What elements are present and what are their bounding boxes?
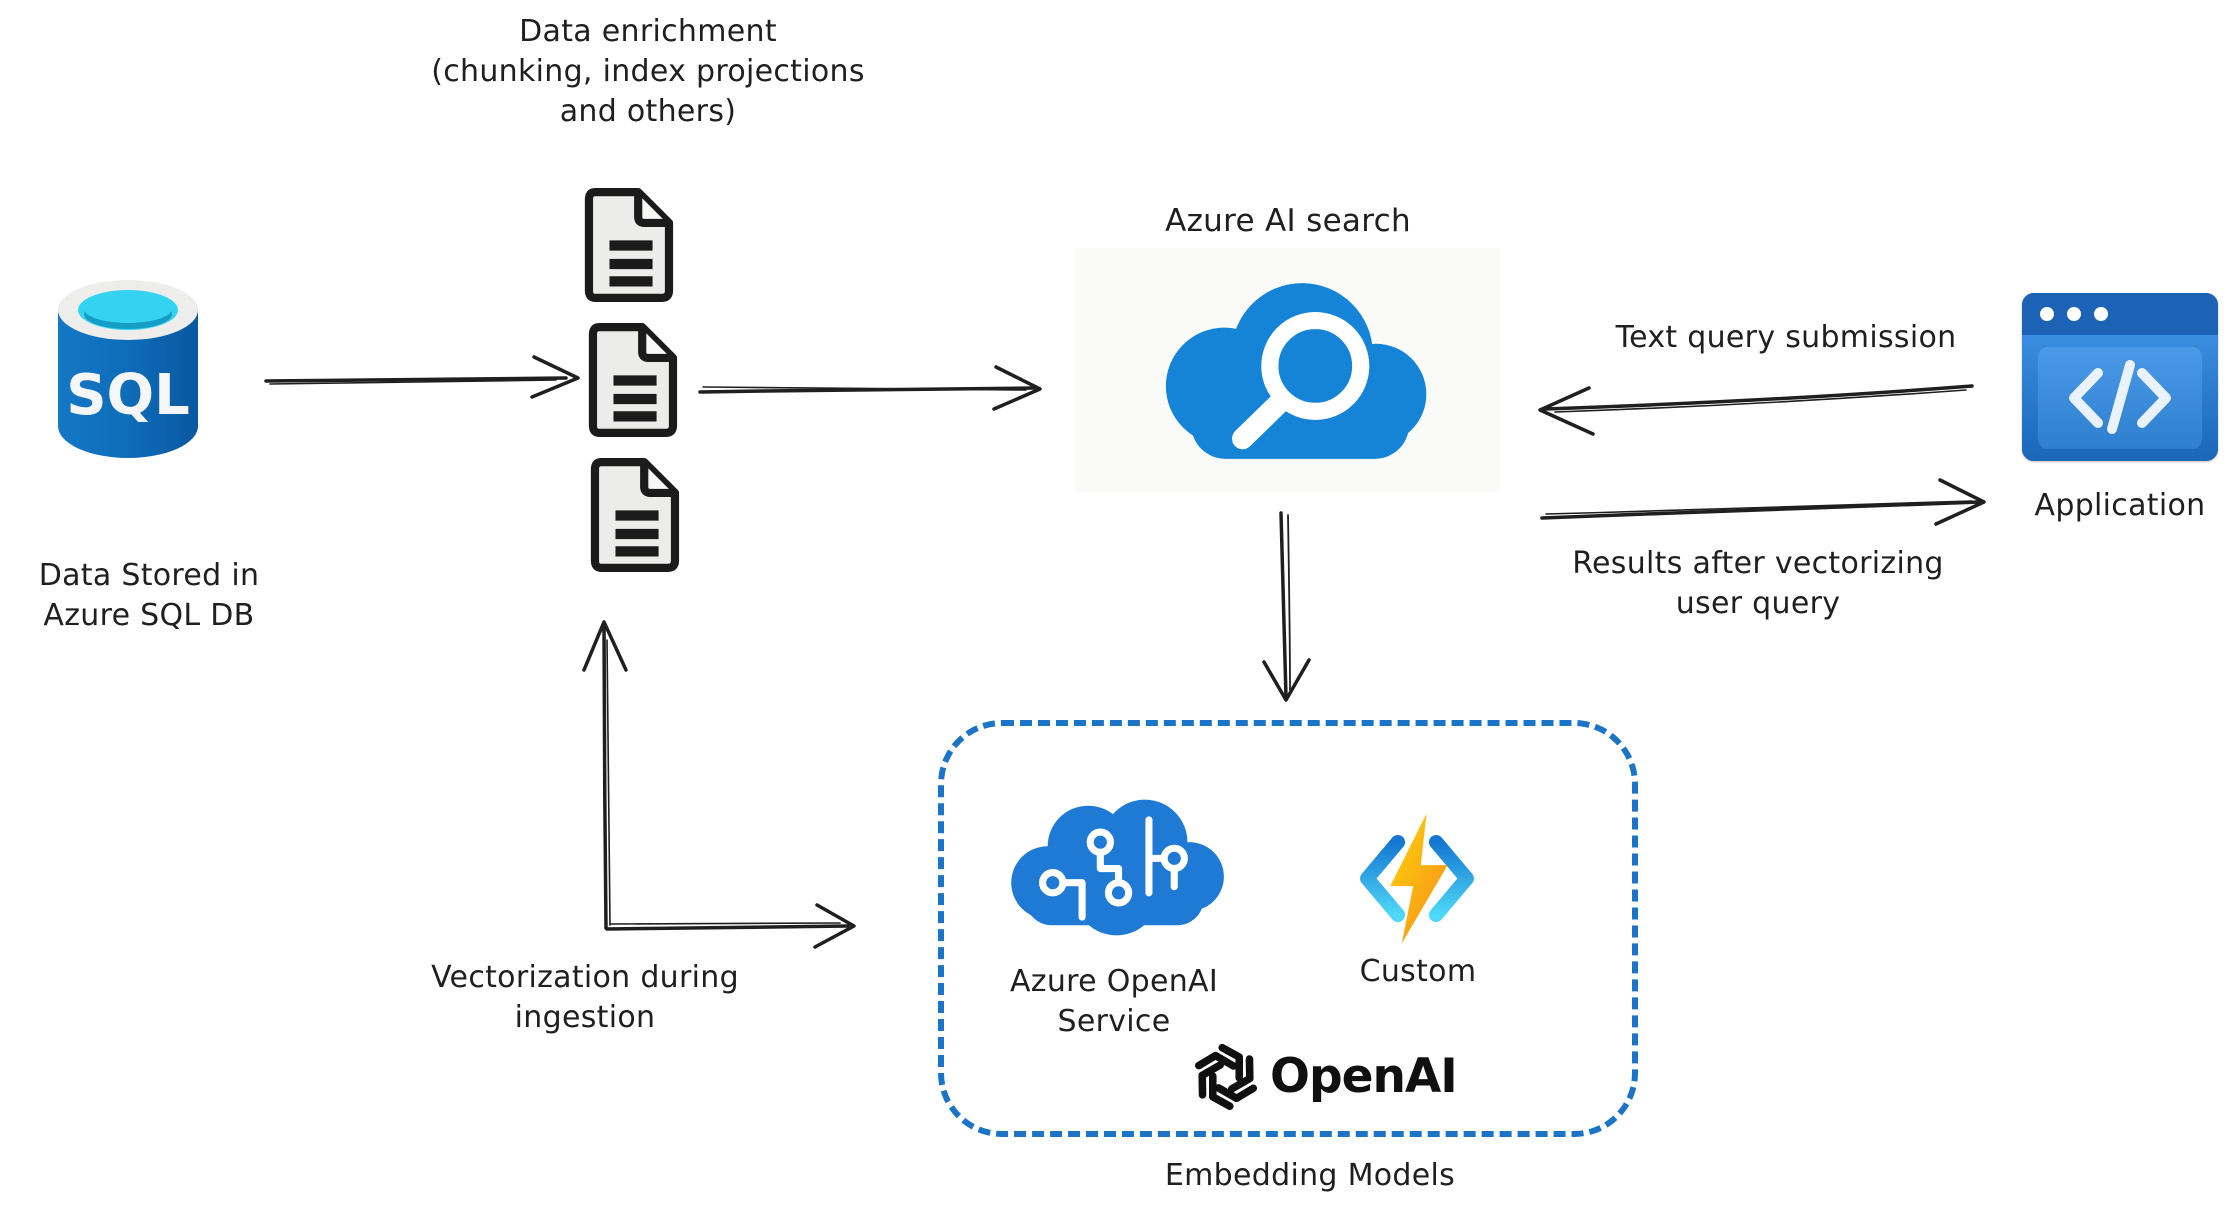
text-query-label: Text query submission (1568, 318, 2004, 358)
document-icon (584, 188, 674, 302)
application-label-text: Application (2034, 488, 2206, 523)
azure-openai-label-line1: Azure OpenAI (1009, 964, 1219, 999)
window-dot-icon (2094, 307, 2108, 321)
arrow-sql-to-documents (264, 355, 580, 399)
embedding-models-label: Embedding Models (1145, 1156, 1475, 1196)
data-enrichment-label: Data enrichment (chunking, index project… (405, 12, 891, 133)
function-bolt-icon (1360, 813, 1474, 944)
data-enrichment-line1: Data enrichment (519, 14, 777, 49)
openai-logo-text: OpenAI (1270, 1048, 1458, 1104)
window-dot-icon (2067, 307, 2081, 321)
search-cloud-icon (1165, 283, 1427, 459)
azure-openai-label-line2: Service (1057, 1004, 1171, 1040)
sql-icon-text: SQL (66, 363, 190, 428)
arrow-documents-embedding-elbow (582, 620, 856, 949)
window-dot-icon (2040, 307, 2054, 321)
openai-logo-icon (1194, 1043, 1258, 1110)
vectorization-label-line1: Vectorization during (431, 960, 739, 995)
results-label-line1: Results after vectorizing (1572, 546, 1944, 581)
vectorization-label: Vectorization during ingestion (415, 958, 755, 1038)
azure-openai-label: Azure OpenAI Service (993, 962, 1235, 1042)
text-query-label-text: Text query submission (1615, 320, 1957, 355)
arrow-documents-to-search (698, 365, 1042, 411)
custom-label-text: Custom (1359, 954, 1477, 989)
magnifier-icon (1232, 311, 1370, 450)
document-icon (590, 458, 680, 572)
code-brackets-icon (2069, 360, 2171, 434)
results-label-line2: user query (1675, 586, 1841, 622)
openai-logo: OpenAI (1192, 1042, 1458, 1110)
arrow-application-to-search (1538, 384, 1974, 436)
sql-db-label-line1: Data Stored in (38, 558, 260, 593)
arrow-search-to-embedding (1262, 511, 1311, 702)
results-label: Results after vectorizing user query (1540, 544, 1976, 624)
code-window-icon (2022, 293, 2218, 461)
app-window-body (2022, 335, 2218, 461)
application-label: Application (2024, 486, 2216, 526)
vectorization-label-line2: ingestion (514, 1000, 656, 1036)
document-icon (588, 323, 678, 437)
sql-db-label: Data Stored in Azure SQL DB (6, 556, 292, 636)
custom-label: Custom (1336, 952, 1500, 992)
azure-ai-search-label-text: Azure AI search (1165, 203, 1411, 239)
arrow-search-to-application (1540, 478, 1986, 526)
embedding-models-label-text: Embedding Models (1164, 1158, 1456, 1193)
app-window-titlebar (2022, 293, 2218, 335)
sql-db-label-line2: Azure SQL DB (43, 598, 255, 634)
data-enrichment-line3: and others) (559, 94, 737, 130)
data-enrichment-line2: (chunking, index projections (431, 54, 865, 90)
embedding-models-box (938, 720, 1638, 1137)
azure-ai-search-label: Azure AI search (1105, 201, 1471, 243)
app-code-panel (2038, 347, 2202, 449)
sql-database-icon: SQL (58, 280, 198, 458)
ai-brain-cloud-icon (1011, 799, 1224, 936)
